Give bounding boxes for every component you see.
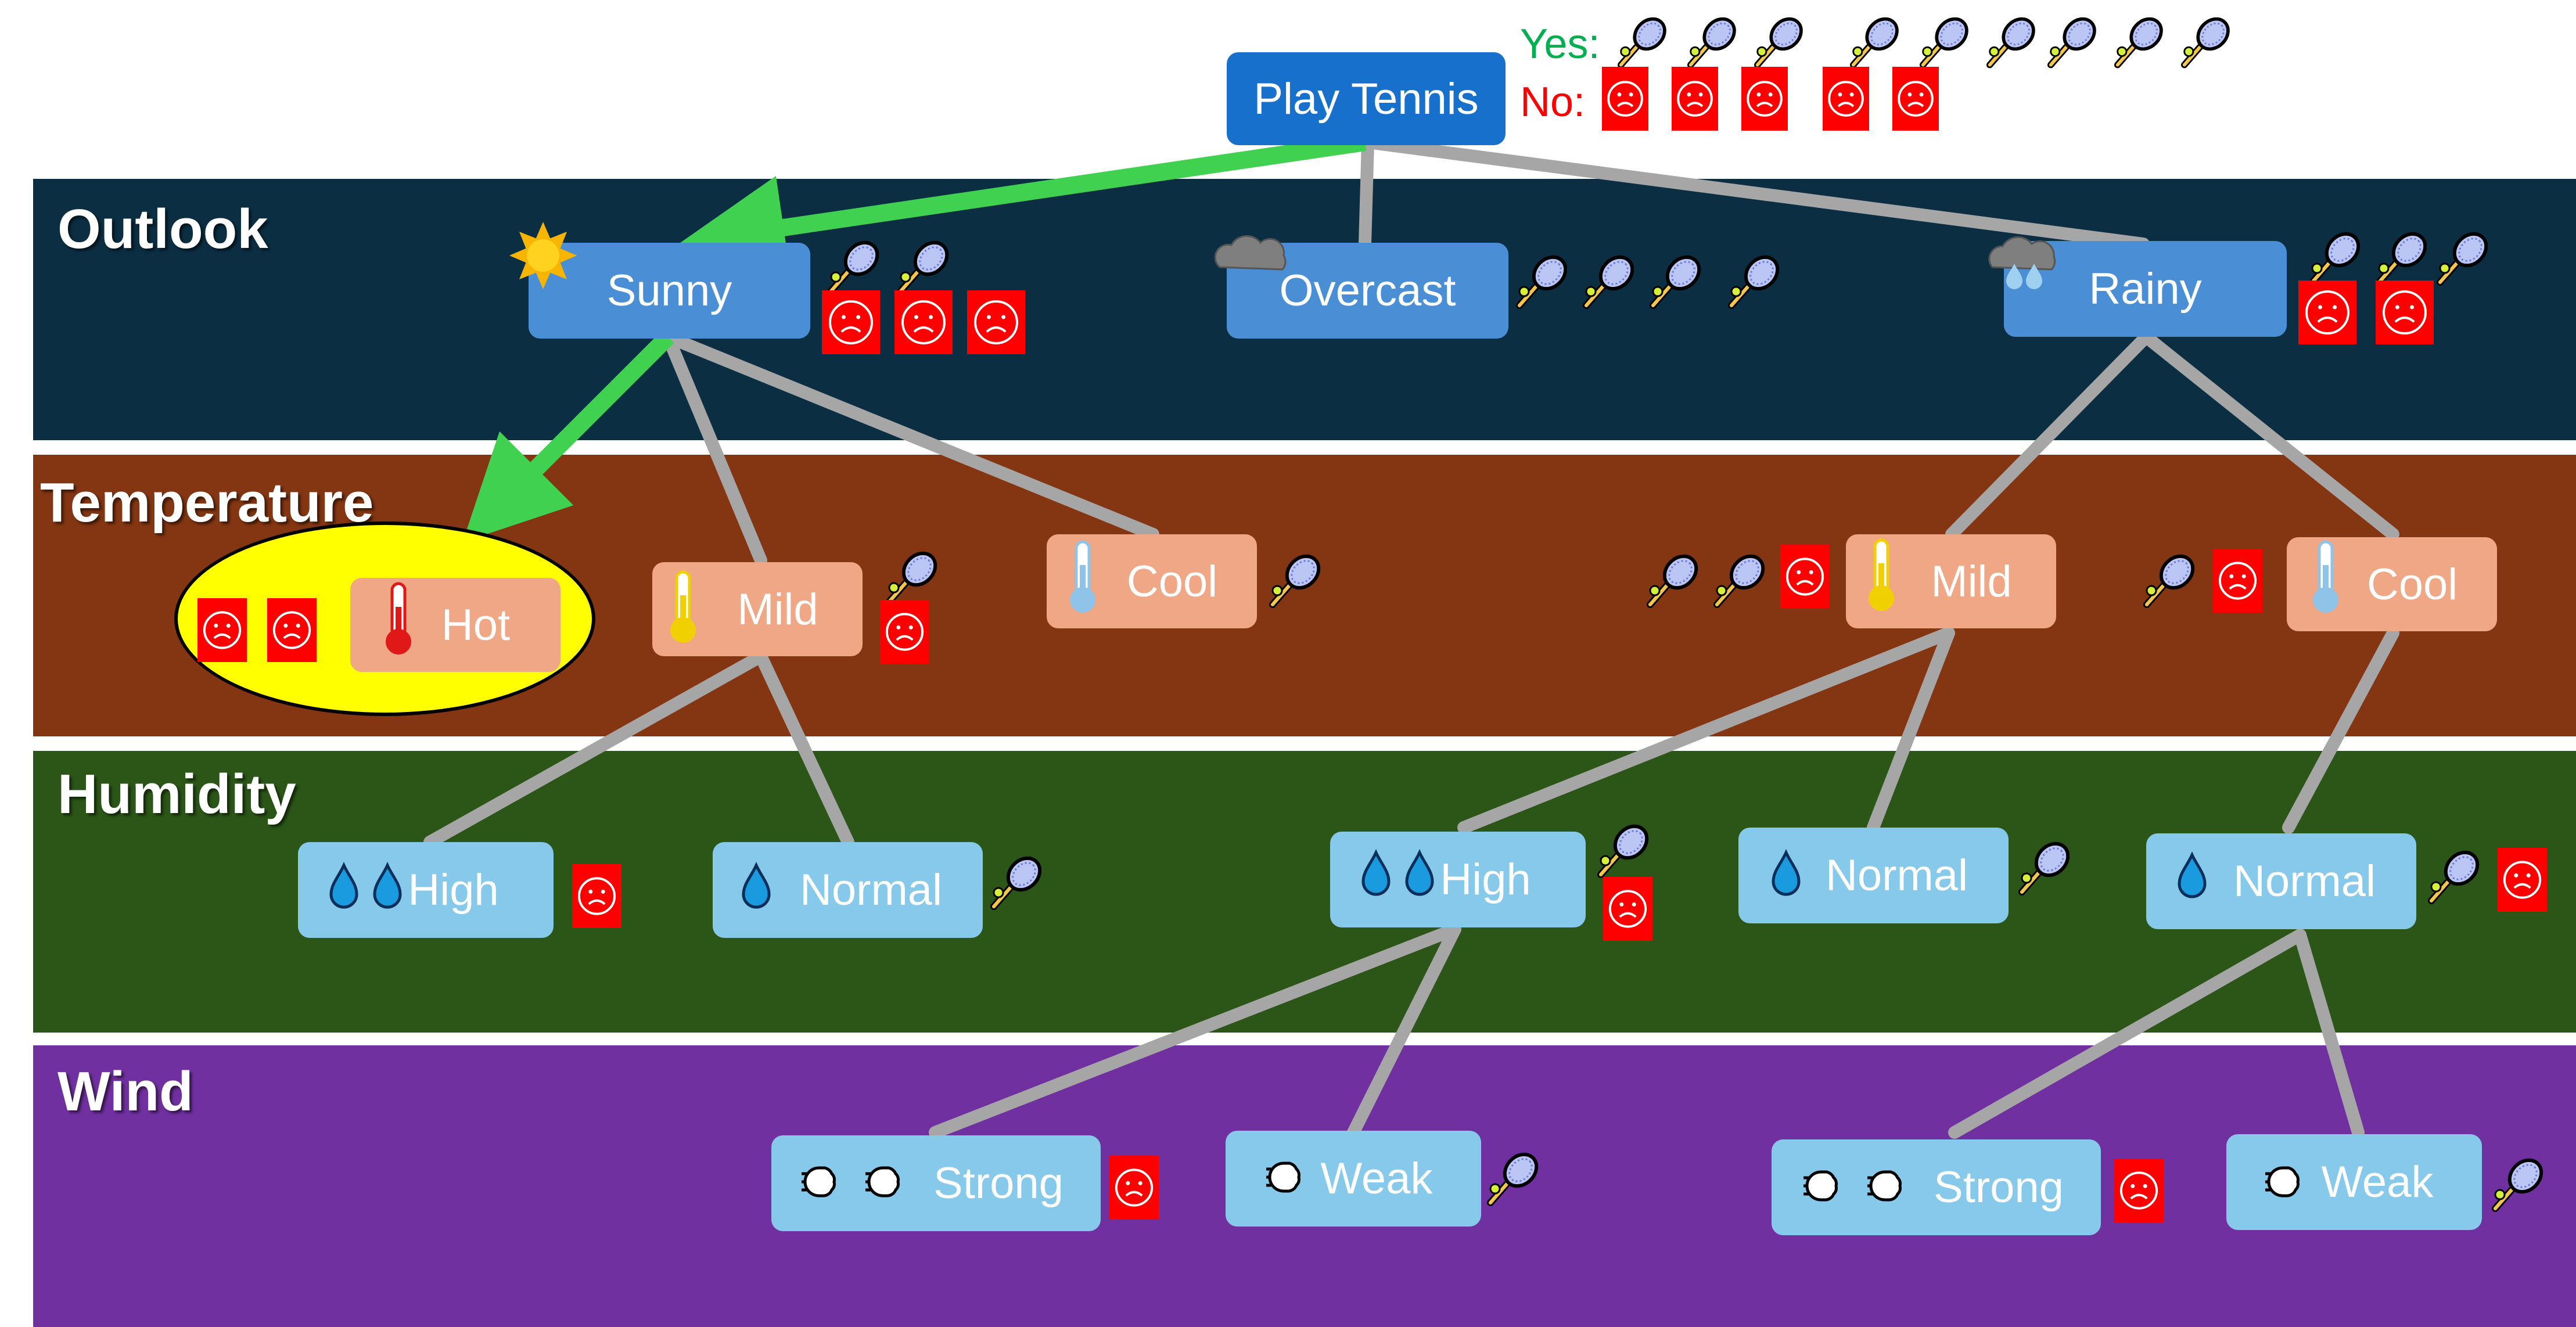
node-rainy-cool-label: Cool (2366, 559, 2458, 609)
edge-rainy-mild (1945, 330, 2153, 541)
node-overcast-label: Overcast (1279, 266, 1456, 315)
node-sunny-hot-label: Hot (441, 600, 511, 650)
node-rm-high[interactable]: High (1330, 832, 1586, 927)
node-rcn-strong-label: Strong (1934, 1163, 2064, 1212)
level-label-temperature: Temperature (40, 472, 374, 534)
node-rc-normal-label: Normal (2233, 857, 2376, 906)
edge-smild-high (423, 650, 767, 848)
node-rainy-cool[interactable]: Cool (2287, 537, 2497, 631)
edge-rcnorm-strong (1948, 929, 2306, 1139)
node-rmh-weak-label: Weak (1320, 1154, 1433, 1203)
level-label-wind: Wind (58, 1060, 193, 1123)
yes-legend-label: Yes: (1520, 21, 1600, 67)
level-label-outlook: Outlook (58, 198, 268, 260)
node-overcast[interactable]: Overcast (1227, 243, 1508, 339)
path-highlight-root-sunny (680, 134, 1367, 279)
node-rmh-strong[interactable]: Strong (771, 1135, 1101, 1231)
level-label-humidity: Humidity (58, 763, 296, 825)
edge-root-rainy (1361, 136, 2150, 250)
node-sunny-hot[interactable]: Hot (350, 578, 561, 672)
node-rainy[interactable]: Rainy (2004, 241, 2287, 337)
root-label: Play Tennis (1253, 74, 1479, 124)
edge-smild-normal (755, 650, 854, 848)
node-rainy-label: Rainy (2089, 264, 2202, 314)
edge-rcnorm-weak (2294, 929, 2365, 1139)
edge-root-overcast (1359, 136, 1374, 250)
node-sm-normal[interactable]: Normal (713, 842, 983, 938)
path-highlight-sunny-hot (462, 330, 674, 542)
no-legend-label: No: (1520, 79, 1586, 125)
node-rainy-mild-label: Mild (1931, 556, 2012, 606)
node-rcn-weak[interactable]: Weak (2226, 1134, 2482, 1230)
node-sm-normal-label: Normal (800, 865, 942, 915)
node-rm-high-label: High (1440, 855, 1531, 904)
edge-sunny-cool (662, 330, 1159, 541)
node-sm-high[interactable]: High (298, 842, 554, 938)
node-sunny-mild-label: Mild (737, 584, 818, 634)
node-sunny-cool-label: Cool (1126, 556, 1218, 606)
edge-rmhigh-weak (1347, 923, 1461, 1139)
node-rc-normal[interactable]: Normal (2146, 833, 2416, 929)
node-sunny-cool[interactable]: Cool (1047, 534, 1257, 628)
node-rm-normal-label: Normal (1826, 851, 1968, 900)
edge-rcool-normal (2282, 627, 2399, 834)
edge-rainy-cool (2140, 330, 2399, 541)
node-rmh-strong-label: Strong (933, 1159, 1064, 1208)
node-sunny-label: Sunny (606, 266, 732, 315)
node-rainy-mild[interactable]: Mild (1846, 534, 2056, 628)
edge-rmild-normal (1867, 627, 1955, 834)
node-sm-high-label: High (408, 865, 499, 915)
edge-rmhigh-strong (929, 923, 1461, 1139)
edge-sunny-mild (662, 330, 767, 567)
node-sunny-mild[interactable]: Mild (652, 562, 863, 656)
node-rcn-weak-label: Weak (2321, 1157, 2434, 1207)
edge-rmild-high (1457, 627, 1955, 834)
root-node[interactable]: Play Tennis (1227, 52, 1506, 145)
node-rmh-weak[interactable]: Weak (1226, 1131, 1481, 1227)
node-rcn-strong[interactable]: Strong (1772, 1139, 2101, 1235)
node-sunny[interactable]: Sunny (529, 243, 810, 339)
node-rm-normal[interactable]: Normal (1738, 828, 2009, 923)
